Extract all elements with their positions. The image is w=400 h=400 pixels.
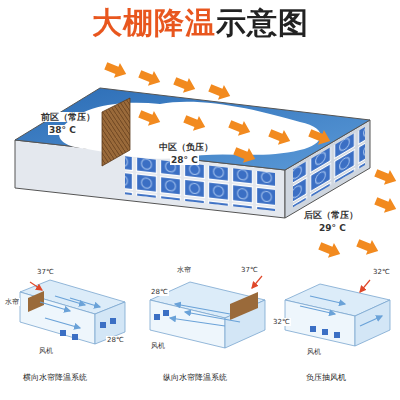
panel-caption: 纵向水帘降温系统 [162, 373, 228, 382]
part-label: 水帘 [176, 266, 192, 274]
panel-caption: 横向水帘降温系统 [22, 373, 88, 382]
temperature: 28° C [170, 155, 199, 165]
temperature: 28℃ [106, 336, 125, 344]
zone-label: 后区（常压） [303, 210, 359, 220]
part-label: 风机 [150, 342, 166, 350]
panel-caption: 负压抽风机 [305, 373, 347, 382]
temperature: 37℃ [36, 268, 55, 276]
part-label: 风机 [38, 347, 54, 355]
diagram-title: 大棚降温示意图 [92, 6, 309, 41]
temperature: 32℃ [272, 318, 291, 326]
temperature: 29° C [318, 223, 347, 233]
temperature: 28℃ [150, 288, 169, 296]
zone-label: 中区（负压） [158, 142, 214, 152]
temperature: 37℃ [240, 266, 259, 274]
temperature: 38° C [48, 125, 77, 135]
part-label: 风机 [306, 348, 322, 356]
part-label: 水帘 [4, 298, 20, 306]
zone-label: 前区（常压） [40, 112, 96, 122]
temperature: 32℃ [372, 268, 391, 276]
